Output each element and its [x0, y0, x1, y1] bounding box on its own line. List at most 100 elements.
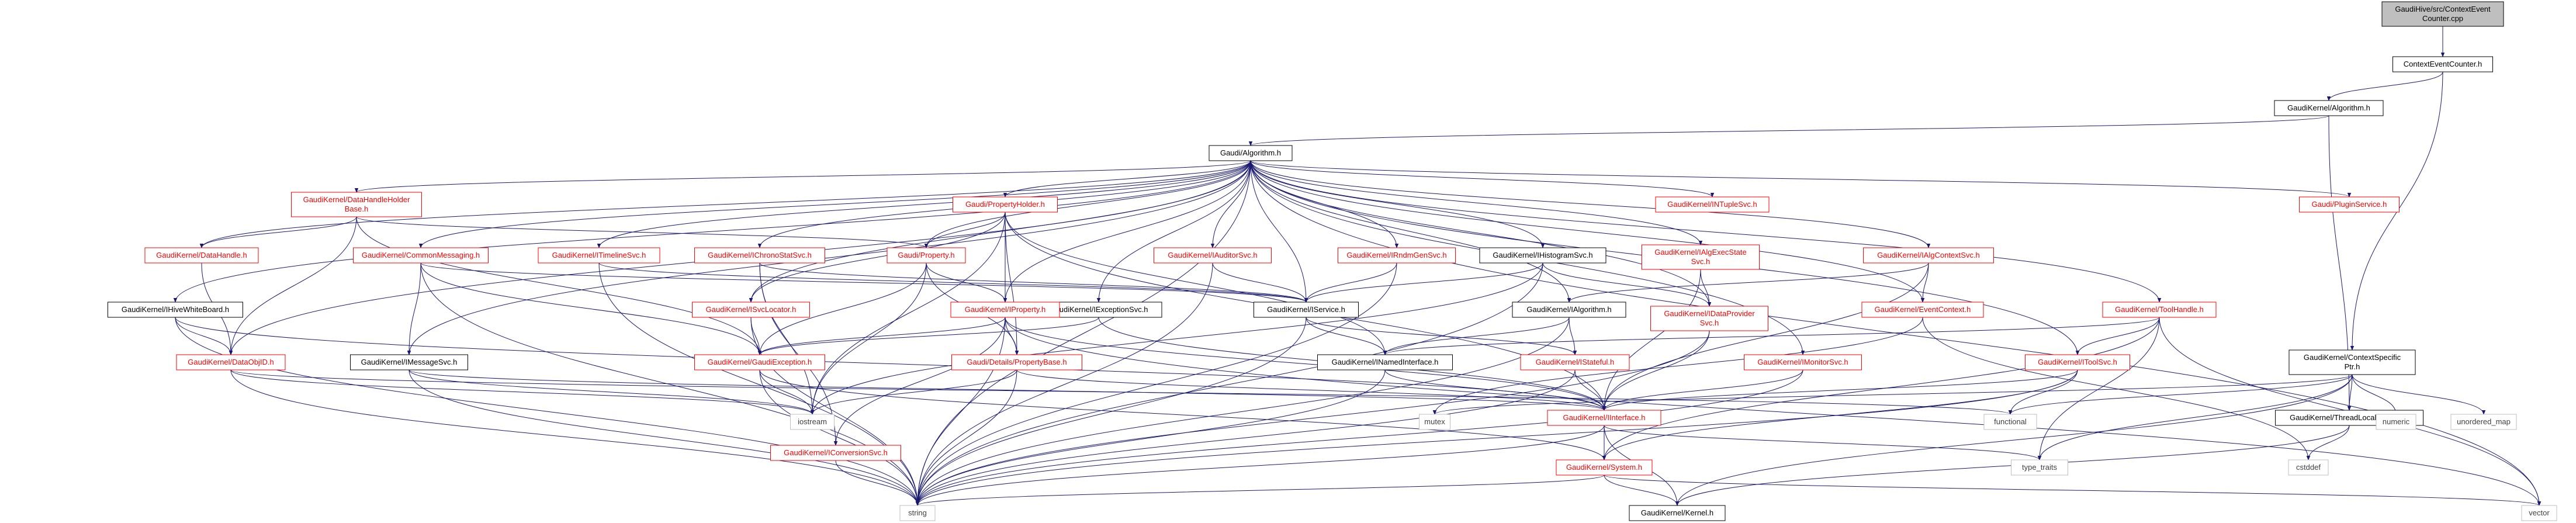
- node-box: [692, 302, 810, 318]
- node-box: [887, 247, 966, 264]
- graph-node[interactable]: GaudiKernel/IInterface.h: [1547, 410, 1661, 426]
- graph-node[interactable]: Gaudi/Algorithm.h: [1209, 145, 1293, 161]
- dependency-edge: [759, 262, 1306, 303]
- graph-node[interactable]: GaudiKernel/IAlgorithm.h: [1512, 302, 1626, 318]
- graph-node[interactable]: GaudiKernel/IProperty.h: [950, 302, 1060, 318]
- graph-node[interactable]: GaudiKernel/IToolSvc.h: [2025, 354, 2130, 370]
- node-box: [950, 302, 1060, 318]
- node-label: vector: [2529, 508, 2550, 517]
- graph-node[interactable]: GaudiKernel/DataHandle.h: [144, 247, 259, 264]
- node-label: GaudiKernel/IStateful.h: [1536, 358, 1614, 366]
- dependency-edge: [1005, 212, 1385, 355]
- graph-node[interactable]: GaudiKernel/IMonitorSvc.h: [1744, 354, 1862, 370]
- dependency-edge: [1005, 317, 2539, 505]
- node-box: [2381, 1, 2504, 27]
- dependency-edge: [356, 216, 760, 355]
- graph-node[interactable]: GaudiKernel/ISvcLocator.h: [692, 302, 810, 318]
- graph-node[interactable]: GaudiKernel/ToolHandle.h: [2102, 302, 2217, 318]
- dependency-edge: [1604, 262, 1929, 410]
- node-label: Gaudi/Property.h: [898, 251, 954, 259]
- graph-node[interactable]: Gaudi/PluginService.h: [2299, 196, 2400, 213]
- dependency-edge: [1250, 160, 1569, 302]
- graph-node[interactable]: GaudiKernel/DataObjID.h: [176, 354, 286, 370]
- dependency-edge: [408, 369, 917, 505]
- dependency-edge: [1604, 425, 2040, 460]
- graph-node[interactable]: GaudiKernel/IStateful.h: [1520, 354, 1630, 370]
- node-label: Counter.cpp: [2422, 14, 2463, 23]
- graph-node[interactable]: GaudiKernel/EventContext.h: [1861, 302, 1984, 318]
- dependency-edge: [1384, 369, 1604, 411]
- dependency-edge: [599, 160, 1251, 248]
- graph-node[interactable]: GaudiKernel/ITimelineSvc.h: [538, 247, 660, 264]
- graph-node[interactable]: GaudiKernel/INamedInterface.h: [1317, 354, 1453, 370]
- dependency-edge: [420, 262, 1306, 303]
- graph-node[interactable]: GaudiKernel/IHistogramSvc.h: [1479, 247, 1606, 264]
- node-label: GaudiKernel/IService.h: [1267, 305, 1345, 314]
- graph-node[interactable]: GaudiKernel/IHiveWhiteBoard.h: [108, 302, 243, 318]
- graph-node[interactable]: GaudiKernel/System.h: [1556, 459, 1653, 476]
- dependency-edge: [1005, 317, 1017, 355]
- graph-node[interactable]: GaudiKernel/GaudiException.h: [694, 354, 825, 370]
- node-box: [1863, 247, 1994, 264]
- graph-node[interactable]: GaudiKernel/IService.h: [1254, 302, 1359, 318]
- graph-node[interactable]: GaudiHive/src/ContextEventCounter.cpp: [2381, 1, 2504, 27]
- dependency-edge: [2329, 71, 2443, 101]
- graph-node[interactable]: GaudiKernel/IAlgContextSvc.h: [1863, 247, 1994, 264]
- graph-node: unordered_map: [2450, 414, 2517, 430]
- dependency-edge: [408, 369, 1604, 411]
- graph-node: string: [899, 505, 936, 521]
- graph-node[interactable]: GaudiKernel/Algorithm.h: [2274, 100, 2384, 116]
- graph-node[interactable]: GaudiKernel/IRndmGenSvc.h: [1338, 247, 1456, 264]
- graph-node[interactable]: GaudiKernel/INTupleSvc.h: [1655, 196, 1770, 213]
- dependency-edge: [926, 212, 1006, 248]
- graph-node[interactable]: GaudiKernel/CommonMessaging.h: [353, 247, 489, 264]
- dependency-edge: [1542, 262, 1709, 307]
- dependency-edge: [917, 330, 1710, 505]
- dependency-edge: [812, 212, 1006, 414]
- dependency-edge: [751, 212, 1006, 302]
- node-label: GaudiKernel/IMessageSvc.h: [361, 358, 458, 366]
- dependency-edge: [2010, 369, 2078, 414]
- dependency-edge: [1251, 115, 2329, 146]
- node-label: GaudiKernel/IExceptionSvc.h: [1049, 305, 1148, 314]
- dependency-edge: [759, 369, 812, 414]
- node-label: Svc.h: [1691, 257, 1711, 266]
- dependency-edge: [760, 317, 1006, 355]
- dependency-edge: [2349, 374, 2353, 410]
- node-box: [1479, 247, 1606, 264]
- dependency-edge: [917, 425, 1605, 505]
- dependency-edge: [175, 317, 917, 505]
- graph-node[interactable]: ContextEventCounter.h: [2393, 56, 2493, 72]
- dependency-edge: [1099, 160, 1251, 302]
- graph-node[interactable]: GaudiKernel/Kernel.h: [1629, 505, 1726, 521]
- node-label: GaudiKernel/DataHandleHolder: [303, 195, 411, 204]
- dependency-edge: [1250, 160, 2159, 302]
- dependency-edge: [917, 369, 1803, 505]
- graph-node[interactable]: Gaudi/Property.h: [887, 247, 966, 264]
- dependency-edge: [1250, 160, 1923, 302]
- dependency-edge: [2040, 374, 2353, 460]
- node-label: unordered_map: [2457, 417, 2511, 426]
- edge-layer: [175, 26, 2539, 506]
- node-label: GaudiKernel/System.h: [1566, 463, 1642, 472]
- dependency-edge: [1250, 160, 1709, 306]
- node-label: mutex: [1424, 417, 1445, 426]
- graph-node[interactable]: Gaudi/Details/PropertyBase.h: [951, 354, 1082, 370]
- node-box: [790, 414, 835, 430]
- node-label: GaudiKernel/IHistogramSvc.h: [1493, 251, 1592, 259]
- graph-node[interactable]: GaudiKernel/IMessageSvc.h: [350, 354, 468, 370]
- node-box: [1556, 459, 1653, 476]
- node-box: [2299, 196, 2400, 213]
- dependency-edge: [926, 160, 1251, 248]
- dependency-edge: [812, 262, 927, 414]
- graph-node[interactable]: GaudiKernel/IConversionSvc.h: [770, 445, 901, 461]
- dependency-edge: [1306, 262, 1543, 303]
- graph-node[interactable]: GaudiKernel/IAuditorSvc.h: [1154, 247, 1272, 264]
- dependency-edge: [1604, 269, 1701, 410]
- graph-node[interactable]: Gaudi/PropertyHolder.h: [953, 196, 1058, 213]
- graph-node[interactable]: GaudiKernel/IChronoStatSvc.h: [694, 247, 825, 264]
